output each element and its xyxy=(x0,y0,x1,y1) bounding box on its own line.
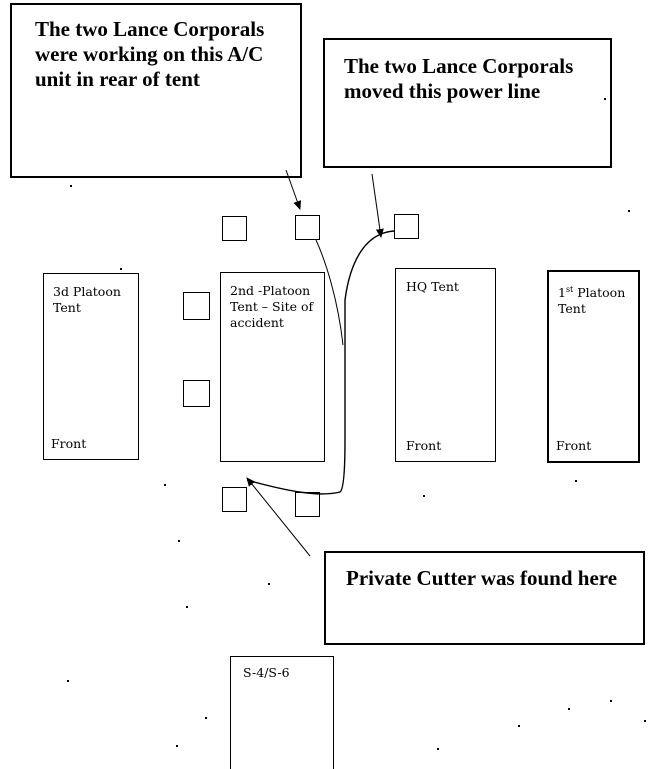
tent-1st-platoon-name-sup: st xyxy=(565,285,574,294)
tent-2nd-platoon: 2nd -Platoon Tent – Site of accident xyxy=(220,272,325,462)
scan-speck xyxy=(610,700,612,702)
scan-speck xyxy=(70,185,72,187)
scan-speck xyxy=(518,725,520,727)
tent-3d-platoon-front: Front xyxy=(51,436,87,451)
ac-unit-front-mid xyxy=(295,492,320,517)
tent-3d-platoon-name: 3d Platoon Tent xyxy=(53,284,121,315)
tent-1st-platoon-name: 1st Platoon Tent xyxy=(558,282,636,317)
scan-speck xyxy=(67,680,69,682)
callout-cutter-text: Private Cutter was found here xyxy=(346,566,618,590)
scan-speck xyxy=(575,480,577,482)
scan-speck xyxy=(568,708,570,710)
callout-ac-unit: The two Lance Corporals were working on … xyxy=(10,3,302,178)
scan-speck xyxy=(205,717,207,719)
callout-ac-unit-text: The two Lance Corporals were working on … xyxy=(35,17,265,91)
ac-unit-side-upper xyxy=(183,292,210,320)
ac-unit-front-left xyxy=(222,487,247,512)
tent-s4-s6-name: S-4/S-6 xyxy=(243,665,290,680)
ac-unit-rear-left xyxy=(222,216,247,241)
ac-unit-side-lower xyxy=(183,380,210,407)
arrow-cutter xyxy=(246,477,311,557)
arrow-power-line xyxy=(371,173,384,238)
tent-1st-platoon-name-rest: Platoon Tent xyxy=(558,285,626,317)
tent-1st-platoon-name-prefix: 1 xyxy=(558,285,566,301)
scan-speck xyxy=(268,583,270,585)
scan-speck xyxy=(604,98,606,100)
scan-speck xyxy=(423,495,425,497)
tent-3d-platoon: 3d Platoon Tent Front xyxy=(43,273,139,460)
tent-1st-platoon-front: Front xyxy=(556,438,592,453)
callout-cutter: Private Cutter was found here xyxy=(324,551,645,645)
tent-hq-name: HQ Tent xyxy=(406,279,459,294)
scan-speck xyxy=(164,484,166,486)
scan-speck xyxy=(186,606,188,608)
scan-speck xyxy=(178,540,180,542)
scan-speck xyxy=(437,748,439,750)
scan-speck xyxy=(644,720,646,722)
tent-hq-front: Front xyxy=(406,438,442,453)
scan-speck xyxy=(176,745,178,747)
callout-power-line-text: The two Lance Corporals moved this power… xyxy=(344,54,574,103)
tent-s4-s6: S-4/S-6 xyxy=(230,656,334,769)
ac-unit-rear-right xyxy=(394,214,419,239)
callout-power-line: The two Lance Corporals moved this power… xyxy=(323,38,612,168)
tent-hq: HQ Tent Front xyxy=(395,268,496,462)
ac-unit-rear-mid xyxy=(295,215,320,240)
tent-2nd-platoon-name: 2nd -Platoon Tent – Site of accident xyxy=(230,283,314,330)
tent-1st-platoon: 1st Platoon Tent Front xyxy=(547,270,640,463)
scan-speck xyxy=(628,210,630,212)
scan-speck xyxy=(120,268,122,270)
